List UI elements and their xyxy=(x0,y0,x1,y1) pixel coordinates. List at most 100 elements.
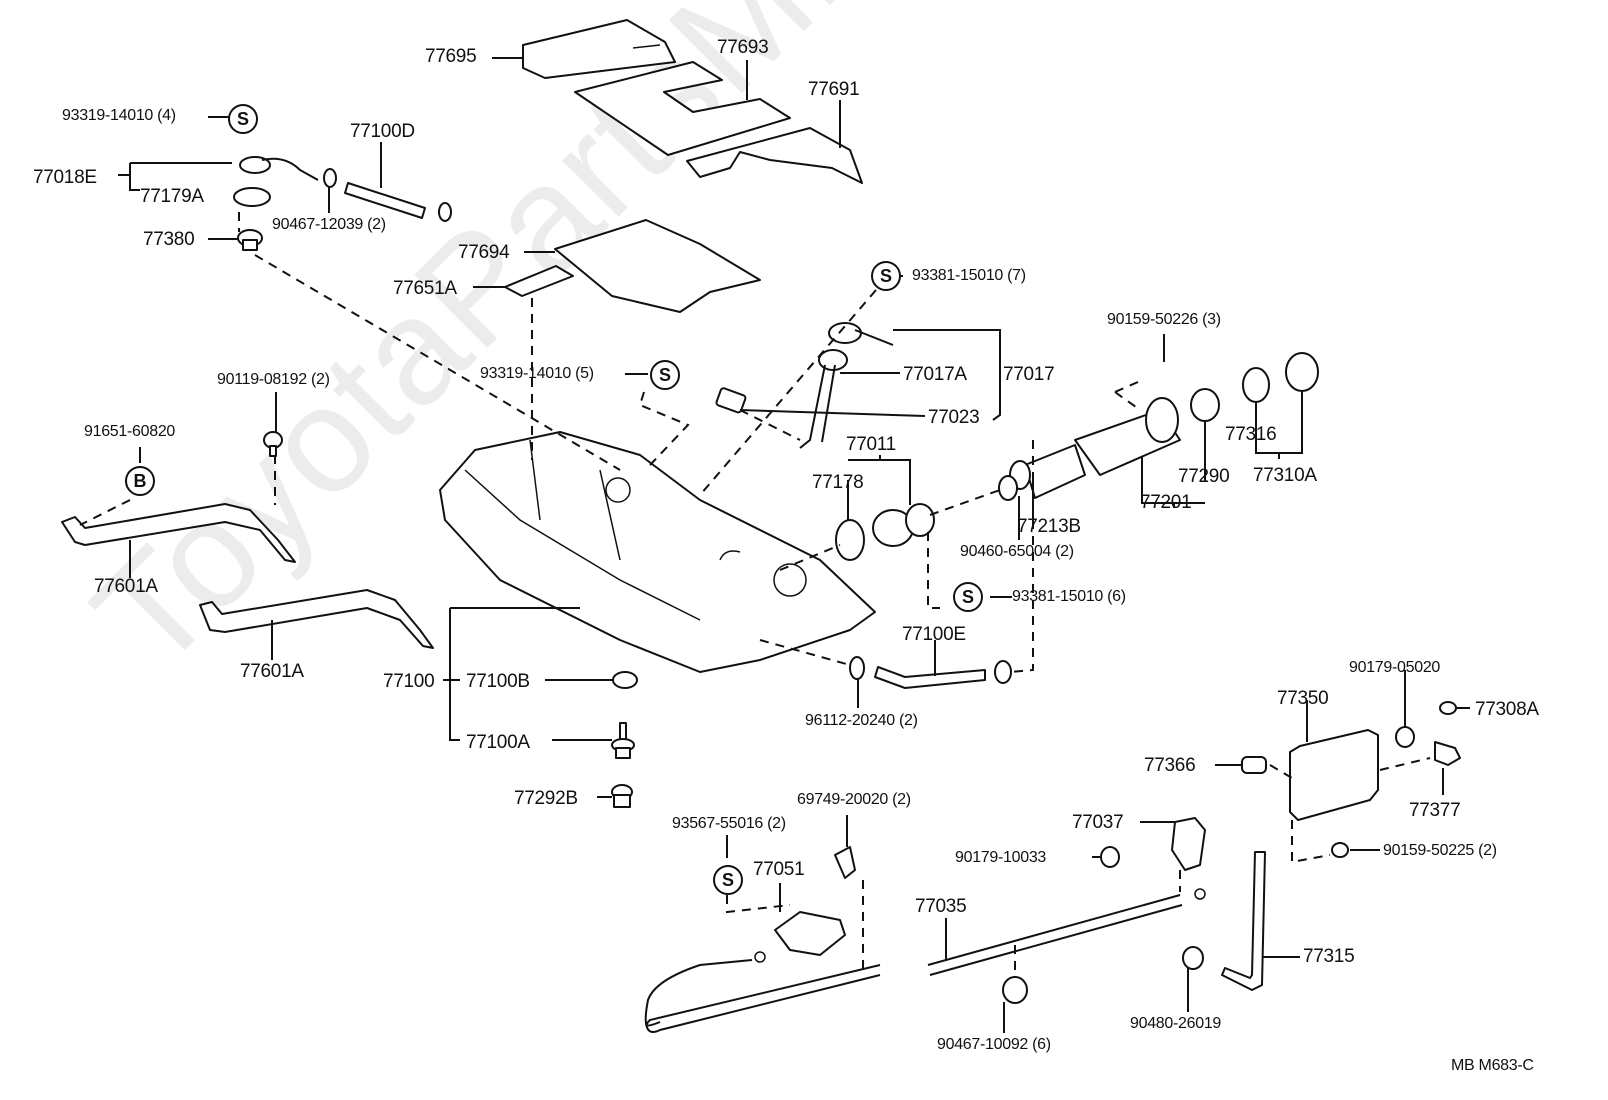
plate-77018E[interactable] xyxy=(239,156,319,181)
cover-77694[interactable] xyxy=(554,219,761,313)
cap-77316[interactable] xyxy=(1242,367,1270,403)
label-90467-12039[interactable]: 90467-12039 (2) xyxy=(272,216,386,233)
cable-77035[interactable] xyxy=(644,888,1206,1033)
label-77178[interactable]: 77178 xyxy=(812,472,864,493)
label-91651-60820[interactable]: 91651-60820 xyxy=(84,423,176,440)
symbol-s-93567: S xyxy=(713,865,743,895)
fuel-lid-77350[interactable] xyxy=(1289,729,1379,821)
pad-77651A[interactable] xyxy=(504,265,574,297)
strap-77601A-lower[interactable] xyxy=(199,589,434,649)
label-77023[interactable]: 77023 xyxy=(928,407,980,428)
hose-77100E[interactable] xyxy=(849,656,1012,689)
label-77011[interactable]: 77011 xyxy=(846,434,896,455)
label-93319-14010-4[interactable]: 93319-14010 (4) xyxy=(62,107,176,124)
label-93381-15010-7[interactable]: 93381-15010 (7) xyxy=(912,267,1026,284)
label-77691[interactable]: 77691 xyxy=(808,79,860,100)
grommet-77380[interactable] xyxy=(237,229,263,251)
label-77179A[interactable]: 77179A xyxy=(140,186,204,207)
fuel-tank-77100[interactable] xyxy=(439,431,876,673)
label-93319-14010-5[interactable]: 93319-14010 (5) xyxy=(480,365,594,382)
cover-77691[interactable] xyxy=(686,127,863,184)
label-77310A[interactable]: 77310A xyxy=(1253,465,1317,486)
label-77695[interactable]: 77695 xyxy=(425,46,477,67)
label-90467-10092[interactable]: 90467-10092 (6) xyxy=(937,1036,1051,1053)
lever-77051[interactable] xyxy=(774,911,846,956)
nut-90179-05020[interactable] xyxy=(1395,726,1415,748)
label-77100E[interactable]: 77100E xyxy=(902,624,966,645)
label-90179-10033[interactable]: 90179-10033 xyxy=(955,849,1047,866)
label-77380[interactable]: 77380 xyxy=(143,229,195,250)
label-77694[interactable]: 77694 xyxy=(458,242,510,263)
label-90480-26019[interactable]: 90480-26019 xyxy=(1130,1015,1222,1032)
hose-77100D[interactable] xyxy=(344,182,426,219)
grommet-90480[interactable] xyxy=(1182,946,1204,970)
label-77601A-upper[interactable]: 77601A xyxy=(94,576,158,597)
filler-pipe-77201[interactable] xyxy=(1074,397,1181,476)
clamp-90460[interactable] xyxy=(998,475,1018,501)
label-77290[interactable]: 77290 xyxy=(1178,466,1230,487)
plug-77292B[interactable] xyxy=(611,784,633,808)
grommet-77178[interactable] xyxy=(835,519,865,561)
clamp-90467-10092[interactable] xyxy=(1002,976,1028,1004)
label-77037[interactable]: 77037 xyxy=(1072,812,1124,833)
label-77017[interactable]: 77017 xyxy=(1003,364,1055,385)
label-77693[interactable]: 77693 xyxy=(717,37,769,58)
label-77100B[interactable]: 77100B xyxy=(466,671,530,692)
label-96112-20240[interactable]: 96112-20240 (2) xyxy=(805,712,918,729)
cushion-77100B[interactable] xyxy=(612,671,638,689)
clamp-69749[interactable] xyxy=(834,846,856,879)
gasket-77290[interactable] xyxy=(1190,388,1220,422)
cushion-77308A[interactable] xyxy=(1439,701,1457,715)
label-77100D[interactable]: 77100D xyxy=(350,121,415,142)
label-77051[interactable]: 77051 xyxy=(753,859,805,880)
label-77292B[interactable]: 77292B xyxy=(514,788,578,809)
label-69749-20020[interactable]: 69749-20020 (2) xyxy=(797,791,911,808)
label-77017A[interactable]: 77017A xyxy=(903,364,967,385)
gasket-77179A[interactable] xyxy=(233,187,271,207)
nut-90179-10033[interactable] xyxy=(1100,846,1120,868)
label-77601A-lower[interactable]: 77601A xyxy=(240,661,304,682)
lock-77377[interactable] xyxy=(1434,741,1461,766)
bolt-77100A[interactable] xyxy=(611,722,635,759)
label-90119-08192[interactable]: 90119-08192 (2) xyxy=(217,371,330,388)
bolt-90119[interactable] xyxy=(263,431,283,457)
symbol-s-93319-4: S xyxy=(228,104,258,134)
bolt-90159-50225[interactable] xyxy=(1331,842,1349,858)
label-77213B[interactable]: 77213B xyxy=(1017,516,1081,537)
connector-77023[interactable] xyxy=(715,387,747,414)
hose-77213B[interactable] xyxy=(1009,444,1086,499)
label-77316[interactable]: 77316 xyxy=(1225,424,1277,445)
alignment-lines xyxy=(79,212,1431,975)
label-77308A[interactable]: 77308A xyxy=(1475,699,1539,720)
hose-77011[interactable] xyxy=(872,503,935,547)
sender-gauge-77017[interactable] xyxy=(799,322,894,449)
hose-77315[interactable] xyxy=(1221,851,1266,991)
hinge-77366[interactable] xyxy=(1241,756,1267,774)
label-77366[interactable]: 77366 xyxy=(1144,755,1196,776)
cover-77695[interactable] xyxy=(522,19,676,79)
label-93567-55016[interactable]: 93567-55016 (2) xyxy=(672,815,786,832)
symbol-s-93381-7: S xyxy=(871,261,901,291)
symbol-b-91651: B xyxy=(125,466,155,496)
cap-77310A[interactable] xyxy=(1285,352,1319,392)
symbol-s-93319-5: S xyxy=(650,360,680,390)
cover-77693[interactable] xyxy=(574,61,791,156)
label-93381-15010-6[interactable]: 93381-15010 (6) xyxy=(1012,588,1126,605)
label-77100[interactable]: 77100 xyxy=(383,671,435,692)
label-77651A[interactable]: 77651A xyxy=(393,278,457,299)
label-77350[interactable]: 77350 xyxy=(1277,688,1329,709)
label-90159-50226[interactable]: 90159-50226 (3) xyxy=(1107,311,1221,328)
label-77035[interactable]: 77035 xyxy=(915,896,967,917)
label-77100A[interactable]: 77100A xyxy=(466,732,530,753)
label-90460-65004[interactable]: 90460-65004 (2) xyxy=(960,543,1074,560)
clamp-90467-12039[interactable] xyxy=(323,168,452,222)
label-90159-50225[interactable]: 90159-50225 (2) xyxy=(1383,842,1497,859)
symbol-s-93381-6: S xyxy=(953,582,983,612)
label-90179-05020[interactable]: 90179-05020 xyxy=(1349,659,1441,676)
label-77377[interactable]: 77377 xyxy=(1409,800,1461,821)
strap-77601A-upper[interactable] xyxy=(61,503,296,563)
lock-77037[interactable] xyxy=(1171,817,1206,871)
label-77315[interactable]: 77315 xyxy=(1303,946,1355,967)
label-77201[interactable]: 77201 xyxy=(1140,492,1192,513)
label-77018E[interactable]: 77018E xyxy=(33,167,97,188)
